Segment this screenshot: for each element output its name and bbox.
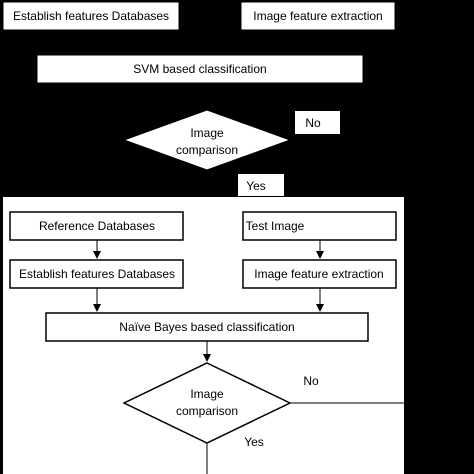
top-establish-label: Establish features Databases bbox=[13, 9, 169, 23]
top-svm-box bbox=[36, 54, 364, 84]
top-extraction-label: Image feature extraction bbox=[253, 9, 382, 23]
bottom-comparison-line2: comparison bbox=[176, 404, 238, 418]
bottom-test-label: Test Image bbox=[246, 219, 305, 233]
top-yes-box bbox=[238, 174, 284, 196]
bottom-reference-box bbox=[9, 211, 184, 241]
bottom-reference-label: Reference Databases bbox=[39, 219, 155, 233]
top-comparison-line1: Image bbox=[190, 126, 224, 140]
bottom-extraction-box bbox=[242, 259, 397, 289]
top-no-box bbox=[295, 111, 340, 134]
bottom-establish-box bbox=[9, 259, 184, 289]
bottom-comparison-line1: Image bbox=[190, 387, 224, 401]
top-extraction-box bbox=[240, 1, 396, 31]
bottom-establish-label: Establish features Databases bbox=[19, 267, 175, 281]
top-comparison-diamond bbox=[122, 109, 292, 171]
top-no-label: No bbox=[305, 116, 321, 130]
top-yes-label: Yes bbox=[246, 179, 266, 193]
bottom-test-box bbox=[242, 211, 397, 241]
bottom-bayes-label: Naïve Bayes based classification bbox=[119, 320, 294, 334]
bottom-yes-label: Yes bbox=[244, 435, 264, 449]
top-comparison-line2: comparison bbox=[176, 143, 238, 157]
top-establish-box bbox=[2, 1, 180, 31]
bottom-extraction-label: Image feature extraction bbox=[254, 267, 383, 281]
bottom-no-label: No bbox=[303, 374, 319, 388]
top-svm-label: SVM based classification bbox=[133, 62, 266, 76]
